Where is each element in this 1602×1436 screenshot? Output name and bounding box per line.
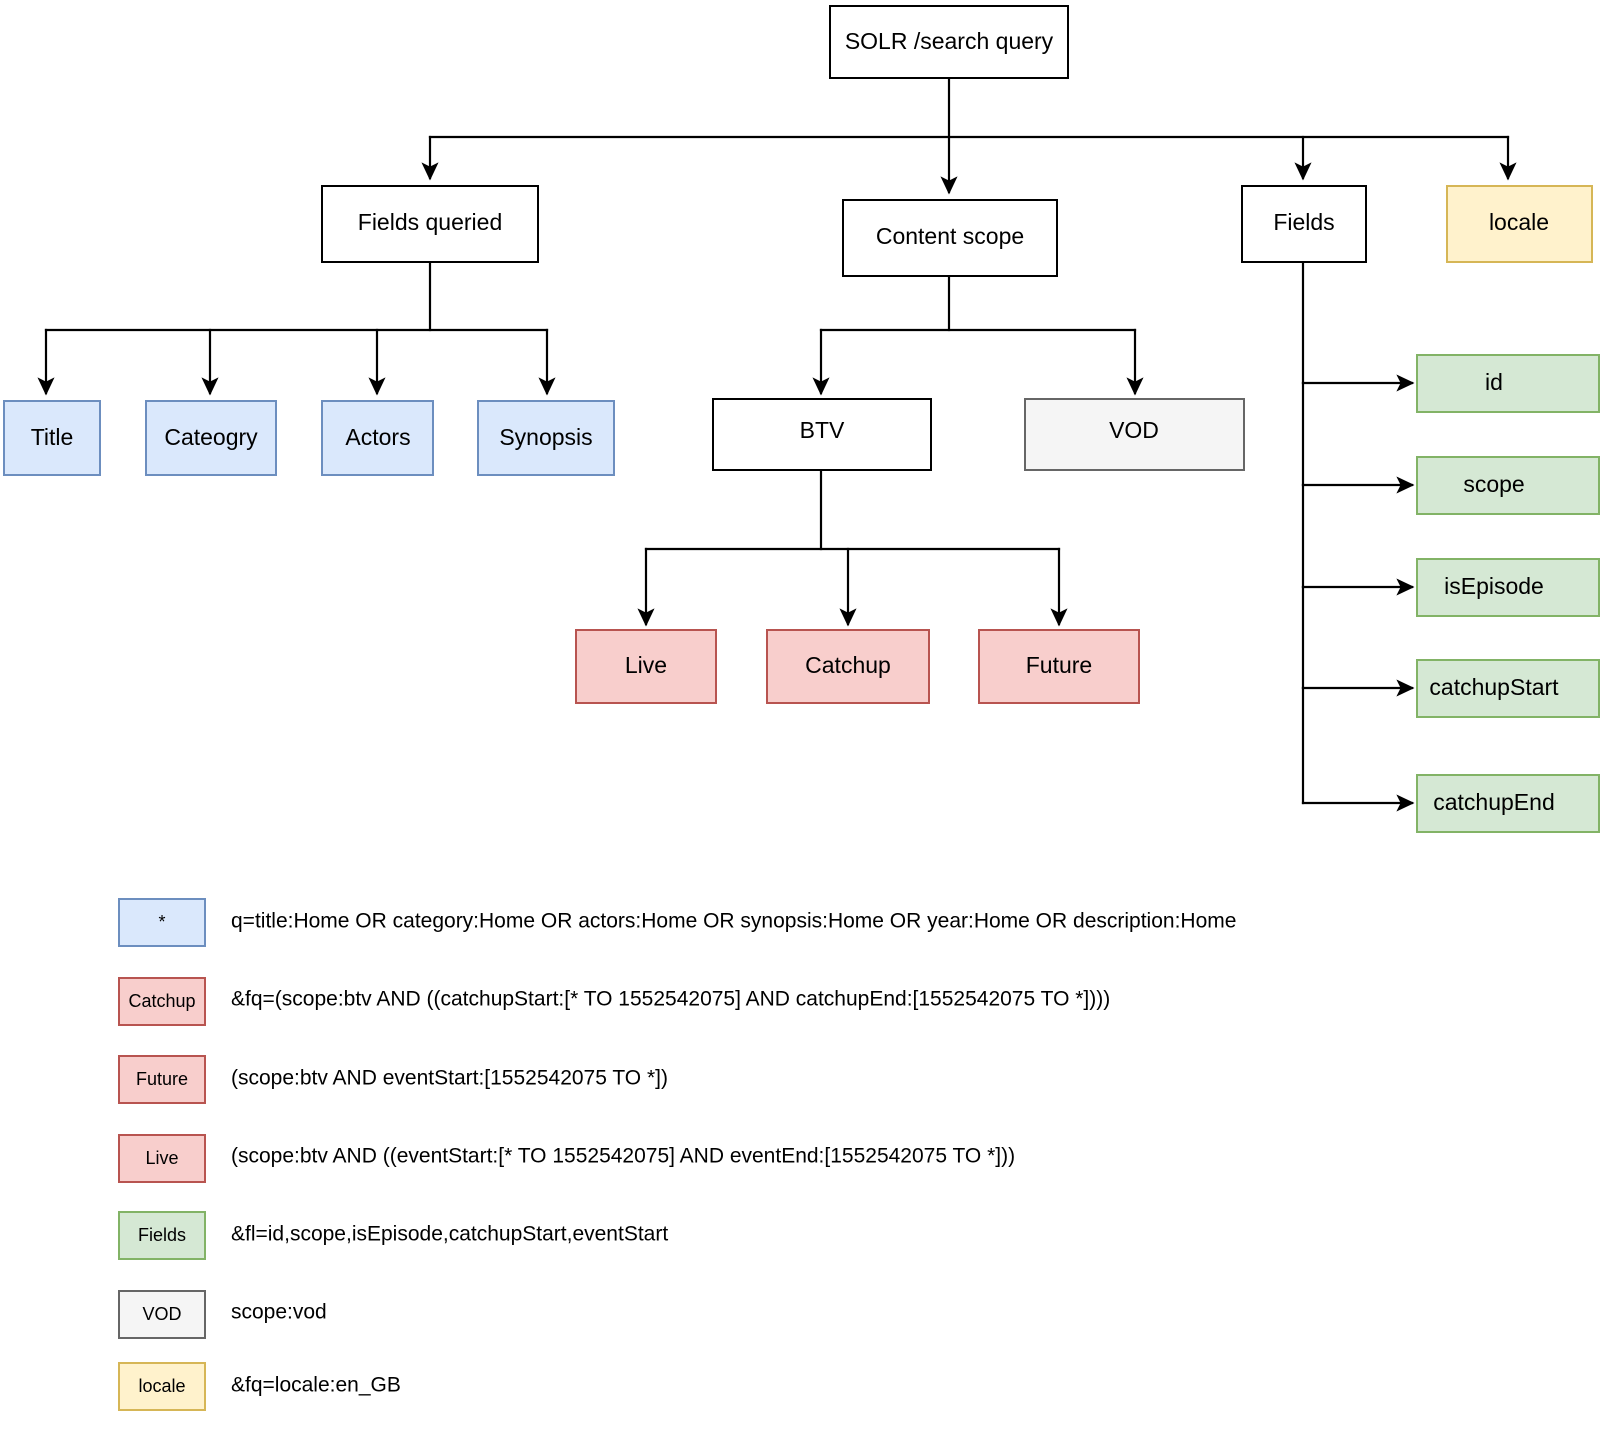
legend-row-locale[interactable]: locale &fq=locale:en_GB	[118, 1362, 401, 1411]
legend-row-text: (scope:btv AND ((eventStart:[* TO 155254…	[231, 1145, 1015, 1168]
legend-row-text: &fq=(scope:btv AND ((catchupStart:[* TO …	[231, 988, 1110, 1011]
node-catchup[interactable]: Catchup	[766, 629, 930, 704]
edges-root-to-level1	[421, 76, 1517, 195]
legend-row-catchup[interactable]: Catchup &fq=(scope:btv AND ((catchupStar…	[118, 977, 1110, 1026]
node-cateogry[interactable]: Cateogry	[145, 400, 277, 476]
node-fields[interactable]: Fields	[1241, 185, 1367, 263]
legend-swatch-label: Fields	[138, 1225, 186, 1245]
node-root-label: SOLR /search query	[845, 28, 1054, 54]
node-vod[interactable]: VOD	[1024, 398, 1245, 471]
node-field-catchupstart[interactable]: catchupStart	[1416, 659, 1600, 718]
legend: * q=title:Home OR category:Home OR actor…	[118, 898, 1236, 1411]
edges-btv	[637, 468, 1068, 627]
node-actors[interactable]: Actors	[321, 400, 434, 476]
legend-row-text: &fl=id,scope,isEpisode,catchupStart,even…	[231, 1223, 668, 1246]
node-field-scope-label: scope	[1463, 471, 1524, 497]
node-title-label: Title	[31, 424, 74, 450]
legend-row-text: (scope:btv AND eventStart:[1552542075 TO…	[231, 1067, 668, 1090]
edges-fields-queried	[37, 260, 556, 396]
node-actors-label: Actors	[345, 424, 410, 450]
legend-row-text: q=title:Home OR category:Home OR actors:…	[231, 910, 1236, 933]
node-future-label: Future	[1026, 652, 1092, 678]
legend-row-vod[interactable]: VOD scope:vod	[118, 1290, 327, 1339]
node-root[interactable]: SOLR /search query	[829, 5, 1069, 79]
node-fields-label: Fields	[1273, 209, 1334, 235]
legend-swatch-label: Live	[145, 1148, 178, 1168]
node-fields-queried[interactable]: Fields queried	[321, 185, 539, 263]
legend-row-fields[interactable]: Fields &fl=id,scope,isEpisode,catchupSta…	[118, 1211, 668, 1260]
node-content-scope-label: Content scope	[876, 223, 1024, 249]
node-field-catchupend-label: catchupEnd	[1433, 789, 1554, 815]
node-synopsis[interactable]: Synopsis	[477, 400, 615, 476]
node-vod-label: VOD	[1109, 417, 1159, 443]
legend-row-text: scope:vod	[231, 1301, 327, 1324]
legend-row-text: &fq=locale:en_GB	[231, 1374, 401, 1397]
node-fields-queried-label: Fields queried	[358, 209, 502, 235]
edges-fields	[1301, 260, 1415, 812]
node-live[interactable]: Live	[575, 629, 717, 704]
legend-row-live[interactable]: Live (scope:btv AND ((eventStart:[* TO 1…	[118, 1134, 1015, 1183]
node-field-id-label: id	[1485, 369, 1503, 395]
node-locale[interactable]: locale	[1446, 185, 1593, 263]
legend-row-future[interactable]: Future (scope:btv AND eventStart:[155254…	[118, 1055, 668, 1104]
node-field-catchupend[interactable]: catchupEnd	[1416, 774, 1600, 833]
node-live-label: Live	[625, 652, 667, 678]
legend-swatch-label: Future	[136, 1069, 188, 1089]
node-field-id[interactable]: id	[1416, 354, 1600, 413]
node-field-catchupstart-label: catchupStart	[1429, 674, 1559, 700]
node-field-isepisode-label: isEpisode	[1444, 573, 1544, 599]
legend-swatch-label: VOD	[142, 1304, 181, 1324]
node-synopsis-label: Synopsis	[499, 424, 592, 450]
legend-swatch-label: Catchup	[128, 991, 195, 1011]
legend-swatch-label: locale	[138, 1376, 185, 1396]
node-cateogry-label: Cateogry	[164, 424, 258, 450]
node-catchup-label: Catchup	[805, 652, 891, 678]
node-title[interactable]: Title	[3, 400, 101, 476]
node-btv-label: BTV	[800, 417, 845, 443]
legend-swatch-label: *	[158, 912, 165, 932]
node-btv[interactable]: BTV	[712, 398, 932, 471]
edges-content-scope	[812, 274, 1144, 396]
node-content-scope[interactable]: Content scope	[842, 199, 1058, 277]
legend-row-query[interactable]: * q=title:Home OR category:Home OR actor…	[118, 898, 1236, 947]
node-future[interactable]: Future	[978, 629, 1140, 704]
node-field-scope[interactable]: scope	[1416, 456, 1600, 515]
node-locale-label: locale	[1489, 209, 1549, 235]
node-field-isepisode[interactable]: isEpisode	[1416, 558, 1600, 617]
